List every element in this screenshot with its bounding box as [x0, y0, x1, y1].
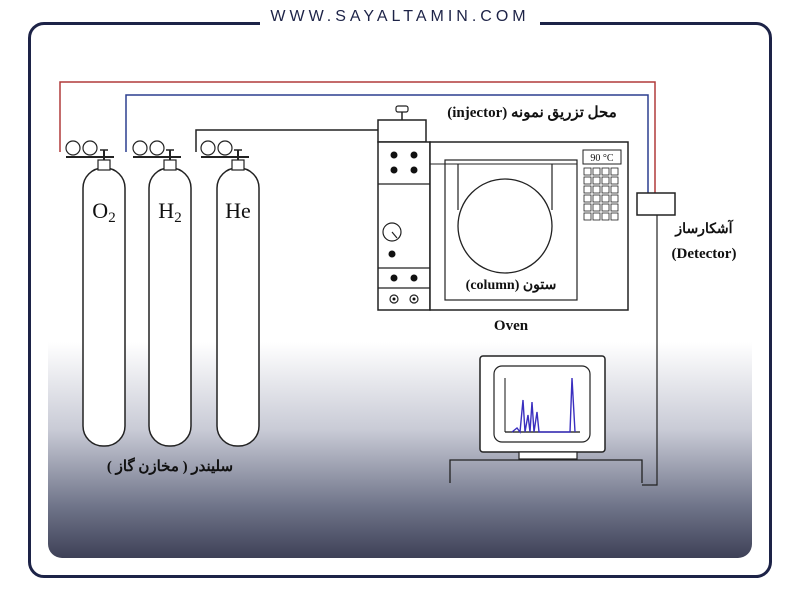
- chromatogram-peaks: [511, 377, 576, 434]
- detector-signal-line: [642, 215, 658, 486]
- h2-gas-line: [125, 94, 649, 195]
- keypad-key: [601, 176, 610, 185]
- keypad-key: [610, 194, 619, 203]
- cylinder-h2: [132, 140, 192, 447]
- keypad-key: [601, 194, 610, 203]
- keypad-key: [583, 167, 592, 176]
- keypad-key: [583, 203, 592, 212]
- oven-control-panel: [582, 149, 622, 221]
- keypad-key: [601, 167, 610, 176]
- detector-label-en: (Detector): [672, 246, 737, 262]
- computer-desk: [449, 459, 643, 483]
- keypad-key: [610, 203, 619, 212]
- computer-monitor: [479, 355, 606, 460]
- oven-label: Oven: [494, 318, 529, 334]
- he-gas-line: [195, 129, 378, 152]
- keypad: [583, 167, 619, 221]
- cylinder-he: [200, 140, 260, 447]
- keypad-key: [592, 212, 601, 221]
- injector-label: محل تزریق نمونه (injector): [447, 105, 617, 121]
- chromatogram: [504, 377, 580, 434]
- gc-control-column: [377, 141, 431, 311]
- keypad-key: [601, 203, 610, 212]
- detector: [636, 192, 676, 216]
- keypad-key: [601, 185, 610, 194]
- column-label: ستون (column): [466, 278, 557, 293]
- keypad-key: [583, 194, 592, 203]
- cylinder-h2-label: H2: [158, 198, 181, 226]
- keypad-key: [610, 176, 619, 185]
- cylinders-caption: سلیندر ( مخازن گاز ): [107, 457, 233, 475]
- site-title-text: WWW.SAYALTAMIN.COM: [260, 8, 540, 25]
- keypad-key: [592, 176, 601, 185]
- cylinder-o2: [65, 140, 126, 447]
- keypad-key: [583, 212, 592, 221]
- gc-diagram: O2 H2 He سلیندر ( مخازن گاز ) محل تزریق …: [59, 81, 737, 486]
- keypad-key: [592, 167, 601, 176]
- column-coil: [457, 178, 553, 274]
- keypad-key: [610, 167, 619, 176]
- cylinder-o2-label: O2: [92, 198, 115, 226]
- keypad-key: [610, 212, 619, 221]
- site-title: WWW.SAYALTAMIN.COM: [0, 8, 800, 26]
- temperature-display: 90 °C: [590, 153, 613, 164]
- keypad-key: [583, 176, 592, 185]
- diagram-panel: O2 H2 He سلیندر ( مخازن گاز ) محل تزریق …: [48, 44, 752, 558]
- keypad-key: [610, 185, 619, 194]
- keypad-key: [601, 212, 610, 221]
- keypad-key: [592, 203, 601, 212]
- cylinder-he-label: He: [225, 198, 251, 223]
- keypad-key: [592, 194, 601, 203]
- keypad-key: [592, 185, 601, 194]
- injector: [377, 105, 427, 143]
- o2-gas-line: [59, 81, 656, 195]
- keypad-key: [583, 185, 592, 194]
- detector-label-fa: آشکارساز: [674, 219, 733, 237]
